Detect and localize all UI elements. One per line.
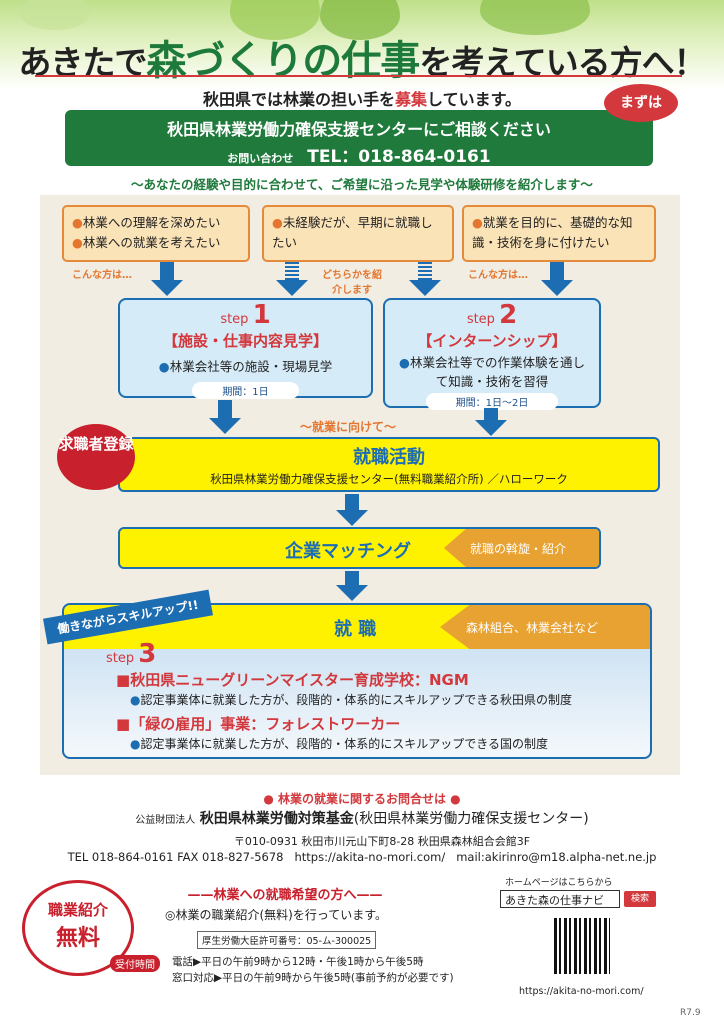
arrow-down-icon [336,585,368,601]
tagline: 〜あなたの経験や目的に合わせて、ご希望に沿った見学や体験研修を紹介します〜 [131,177,593,192]
banner-text: 秋田県林業労働力確保支援センターにご相談ください [167,120,551,139]
arrow-shaft [218,400,232,420]
step2-period: 期間：1日〜2日 [425,393,559,410]
organization: 公益財団法人 秋田県林業労働対策基金(秋田県林業労働力確保支援センター) [135,811,589,827]
website-link[interactable]: https://akita-no-mori.com/ [294,850,446,864]
employment-tag: 森林組合、林業会社など [440,605,650,649]
arrow-shaft [484,408,498,422]
search-input[interactable]: あきた森の仕事ナビ [500,890,620,908]
matching-tag: 就職の斡旋・紹介 [444,529,599,567]
job-hunting-box: 就職活動 秋田県林業労働力確保支援センター(無料職業紹介所) ／ハローワーク [118,437,660,492]
hours-phone: 電話▶平日の午前9時から12時・午後1時から午後5時 [172,956,424,968]
arrow-shaft [160,262,174,282]
contact-banner: 秋田県林業労働力確保支援センターにご相談ください お問い合わせ TEL：018-8… [65,110,653,167]
email-link[interactable]: mail:akirinro@m18.alpha-net.ne.jp [456,850,657,864]
step2-heading: 【インターンシップ】 [417,332,567,350]
arrow-down-icon [151,280,183,296]
toward-employment: 〜就業に向けて〜 [300,420,397,434]
arrow-shaft [285,262,299,282]
step2-box: step 2 【インターンシップ】 ●林業会社等での作業体験を通して知識・技術を… [383,298,601,410]
arrow-shaft [345,494,359,512]
arrow-down-icon [209,418,241,434]
divider [35,75,682,77]
hours-label: 受付時間 [110,955,160,972]
service-note: ◎林業の職業紹介(無料)を行っています。 [165,908,388,922]
arrow-shaft [550,262,564,282]
step1-box: step 1 【施設・仕事内容見学】 ●林業会社等の施設・現場見学 期間：1日 [118,298,373,399]
target-box-2: ●未経験だが、早期に就職したい [262,205,454,262]
green-employment-program: 「緑の雇用」事業：フォレストワーカー [130,715,401,733]
arrow-down-icon [541,280,573,296]
homepage-label: ホームページはこちらから [505,878,613,888]
arrow-shaft [418,262,432,282]
subtitle: 秋田県では林業の担い手を募集しています。 [203,90,521,109]
first-bubble: まずは [604,84,678,122]
arrow-shaft [345,571,359,587]
matching-box: 企業マッチング 就職の斡旋・紹介 [118,527,601,569]
employment-box: 就 職 森林組合、林業会社など step 3 ■秋田県ニューグリーンマイスター育… [62,603,652,759]
qr-url: https://akita-no-mori.com/ [519,986,644,997]
address: 〒010-0931 秋田市川元山下町8-28 秋田県森林組合会館3F [233,835,531,848]
step1-period: 期間：1日 [192,382,299,399]
note-konna-2: こんな方は… [468,270,528,281]
ngm-program: 秋田県ニューグリーンマイスター育成学校：NGM [130,671,469,689]
inquiry-heading: ● 林業の就業に関するお問合せは ● [263,792,461,806]
arrow-down-icon [276,280,308,296]
note-either: どちらかを紹介します [322,270,382,296]
arrow-down-icon [409,280,441,296]
phone-number[interactable]: TEL：018-864-0161 [307,147,491,167]
free-placement-badge: 職業紹介 無料 [22,880,134,976]
target-box-1: ●林業への理解を深めたい ●林業への就業を考えたい [62,205,250,262]
arrow-down-icon [336,510,368,526]
note-konna-1: こんな方は… [72,270,132,281]
hours-window: 窓口対応▶平日の午前9時から午後5時(事前予約が必要です) [172,972,454,984]
search-button[interactable]: 検索 [624,891,656,907]
license-number: 厚生労働大臣許可番号：05-ム-300025 [197,931,377,949]
page-title: あきたで森づくりの仕事を考えている方へ！ [18,38,706,84]
contact-label: お問い合わせ [227,152,294,165]
contact-line: TEL 018-864-0161 FAX 018-827-5678 https:… [67,850,657,864]
target-box-3: ●就業を目的に、基礎的な知識・技術を身に付けたい [462,205,656,262]
job-seeker-registration-badge: 求職者登録 [57,424,135,490]
arrow-down-icon [475,420,507,436]
wish-heading: ——林業への就職希望の方へ—— [187,888,383,903]
qr-code[interactable] [554,918,610,974]
version-code: R7.9 [680,1008,701,1018]
step1-heading: 【施設・仕事内容見学】 [162,332,328,350]
